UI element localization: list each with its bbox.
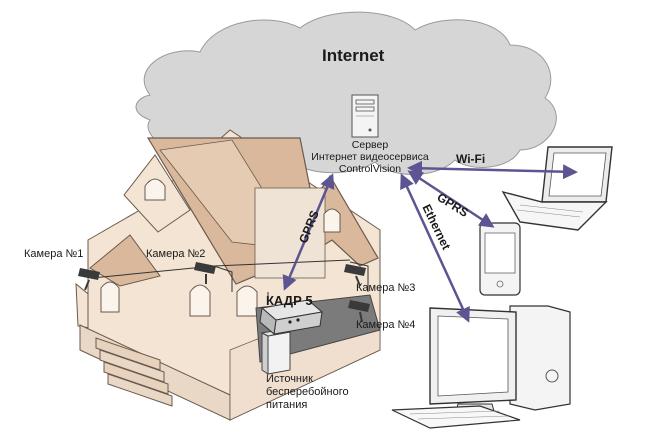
camera-2-label: Камера №2 xyxy=(146,248,206,260)
internet-title: Internet xyxy=(322,46,385,65)
server-label-line-1: Сервер xyxy=(351,139,389,151)
ups-icon xyxy=(260,328,292,375)
camera-4-icon xyxy=(348,300,370,323)
camera-3-icon xyxy=(344,264,366,287)
camera-1-label: Камера №1 xyxy=(24,248,84,260)
kadr5-label: КАДР 5 xyxy=(266,293,313,308)
wifi-label: Wi-Fi xyxy=(456,152,486,166)
pda-icon xyxy=(479,222,521,296)
ups-label-line-3: питания xyxy=(266,399,308,411)
kadr5-device-icon xyxy=(259,299,324,335)
gprs-house-arrow xyxy=(282,173,335,291)
camera-1-icon xyxy=(78,268,100,291)
laptop-icon xyxy=(501,146,613,231)
camera-2-icon xyxy=(194,262,216,284)
server-icon xyxy=(351,94,379,138)
wifi-arrow xyxy=(407,160,578,180)
desktop-computer-icon xyxy=(391,305,571,429)
ethernet-arrow xyxy=(400,173,470,323)
ups-label-line-2: бесперебойного xyxy=(266,386,349,398)
ups-label: Источник бесперебойного питания xyxy=(266,373,349,412)
server-label: Сервер Интернет видеосервиса ControlVisi… xyxy=(300,139,440,175)
server-label-line-3: ControlVision xyxy=(338,163,402,175)
camera-4-label: Камера №4 xyxy=(356,319,416,331)
camera-3-label: Камера №3 xyxy=(356,282,416,294)
ups-label-line-1: Источник xyxy=(266,373,313,385)
server-label-line-2: Интернет видеосервиса xyxy=(311,151,429,163)
